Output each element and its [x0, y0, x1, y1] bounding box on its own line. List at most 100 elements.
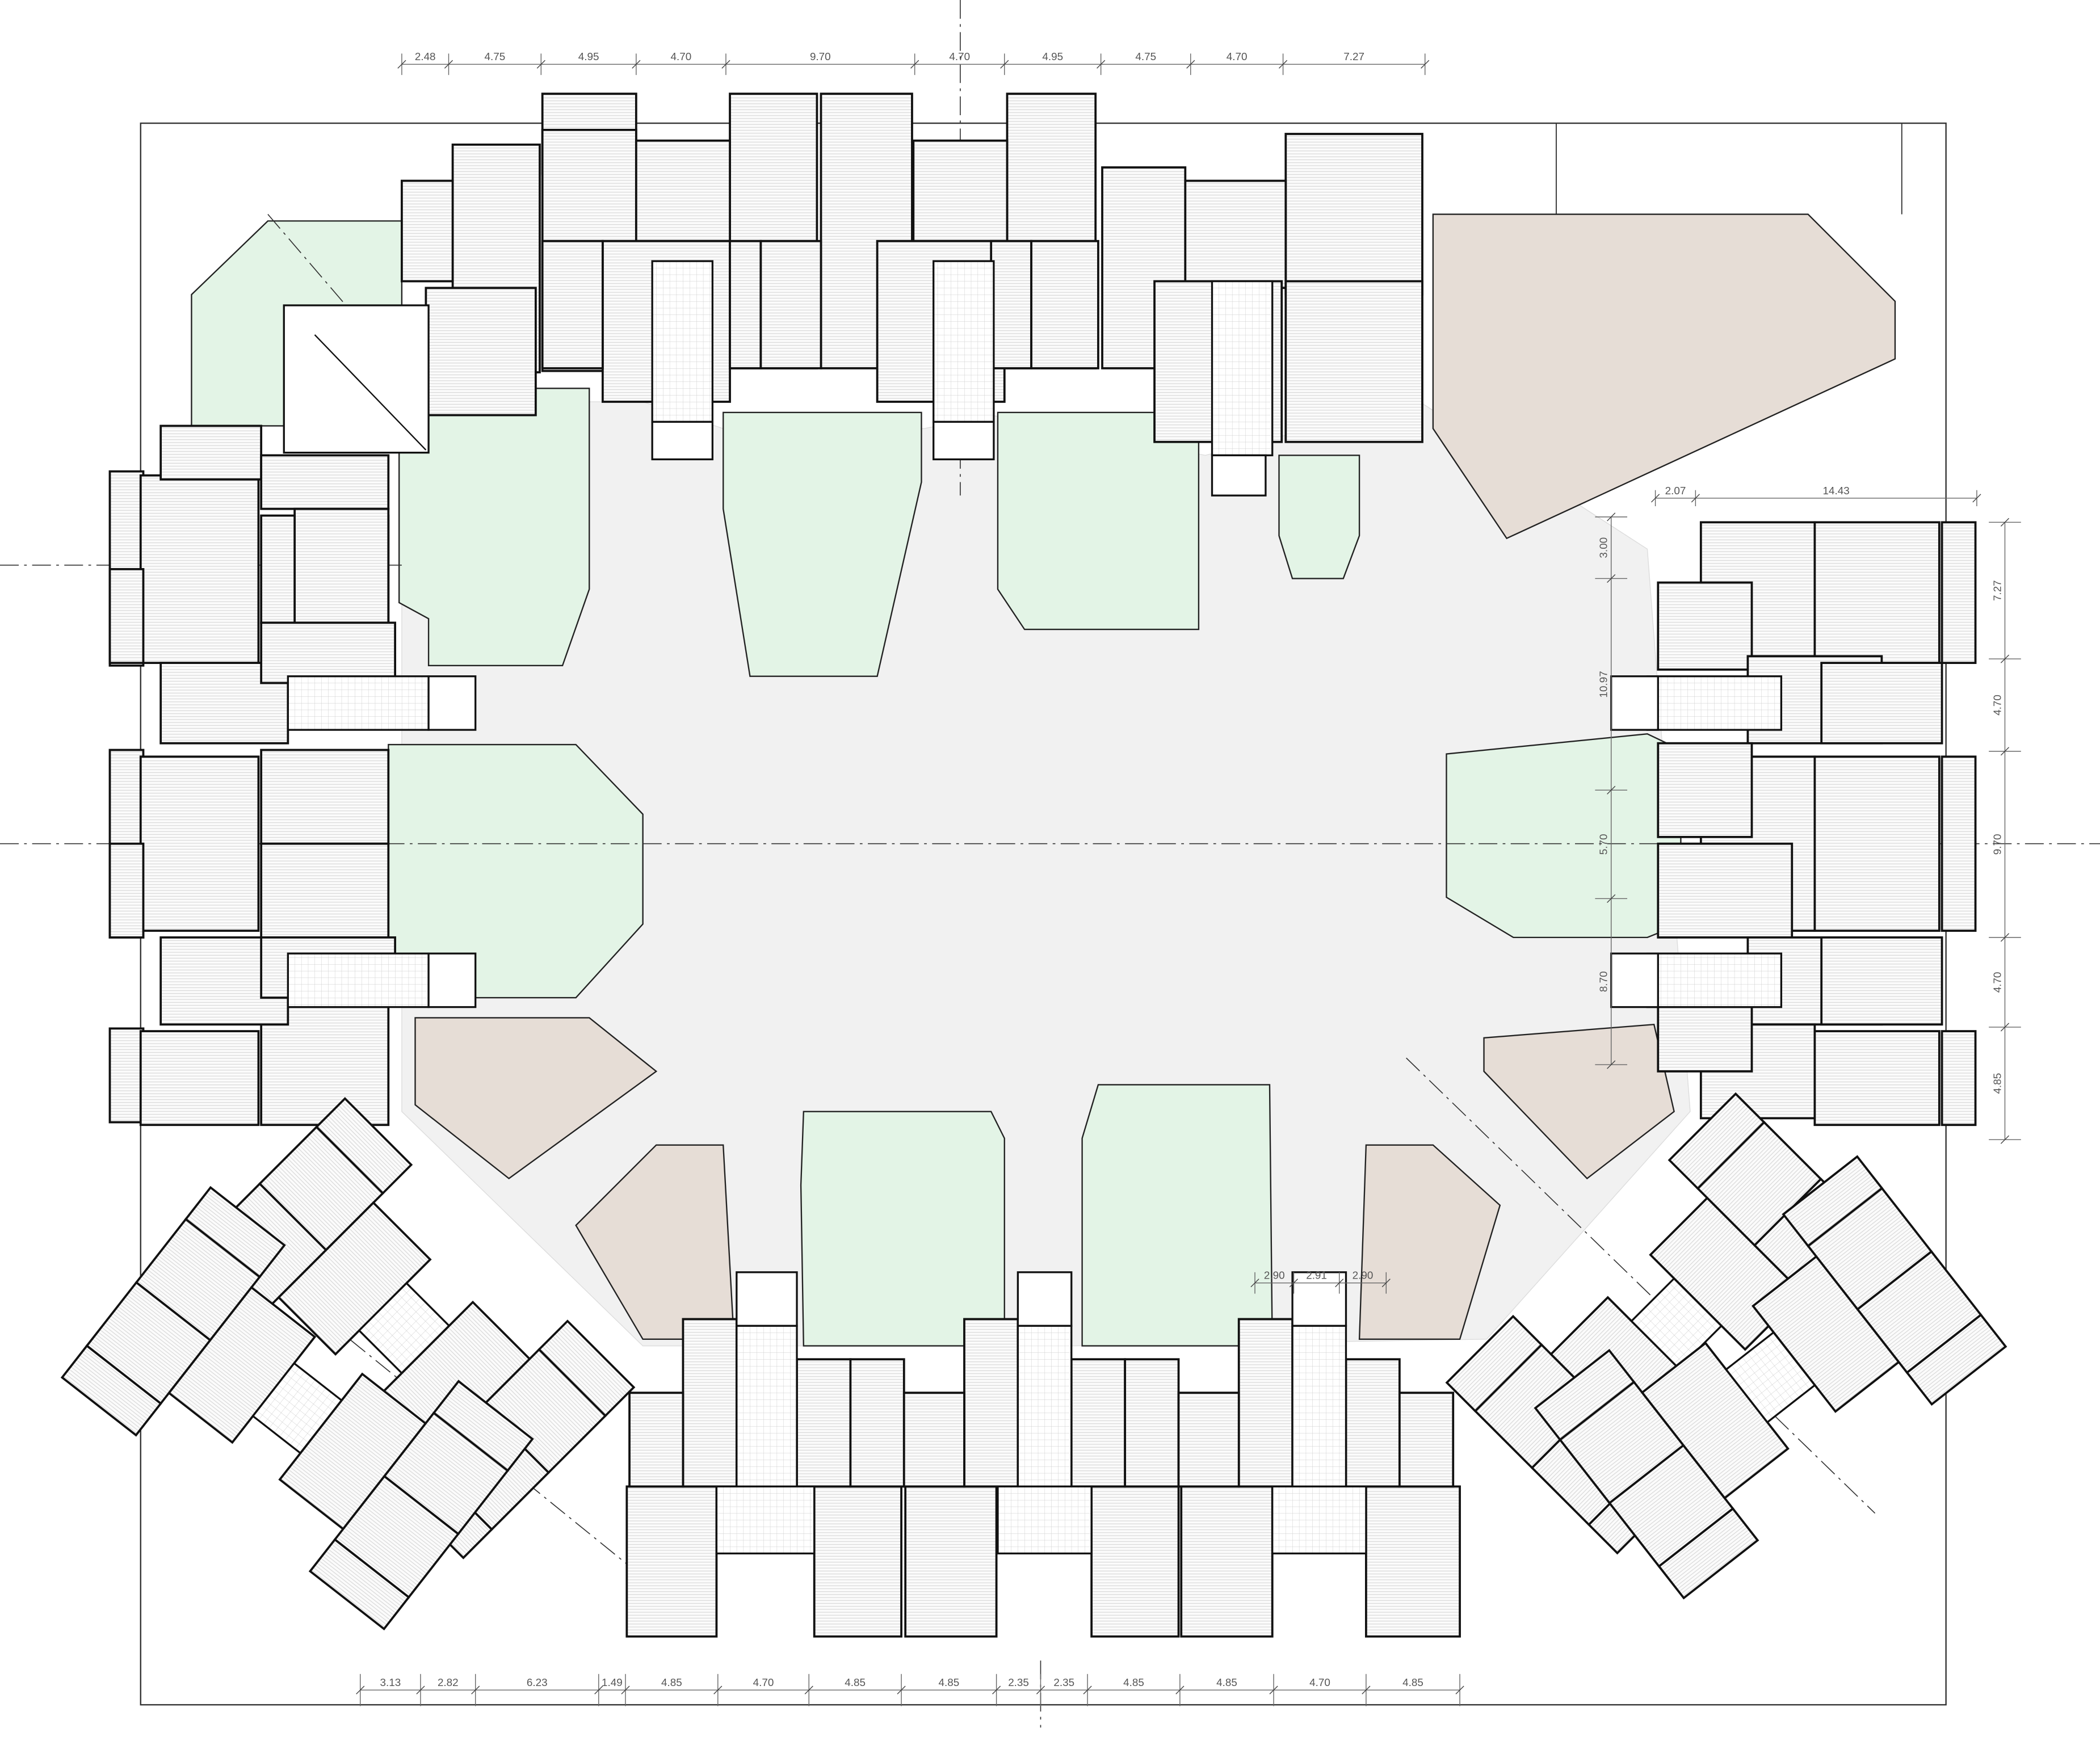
apartment-room: [635, 139, 731, 242]
dimension-label: 5.70: [1598, 834, 1610, 855]
entrance-canopy: [427, 675, 477, 731]
dimension-tick: [536, 60, 545, 69]
dimension-label: 7.27: [1991, 580, 2003, 601]
dimension-tick: [721, 60, 730, 69]
apartment-room: [1813, 521, 1941, 664]
dimension-label: 2.90: [1264, 1269, 1285, 1281]
garden-lawn: [1278, 455, 1360, 579]
dimension-label: 4.85: [1216, 1676, 1237, 1688]
dimension-tick: [1607, 894, 1616, 903]
dimension-label: 10.97: [1598, 671, 1610, 697]
dimension-label: 2.07: [1665, 485, 1686, 497]
dimension-tick: [444, 60, 453, 69]
dimension-tick: [1289, 1279, 1299, 1288]
apartment-room: [1534, 1348, 1636, 1441]
apartment-room: [904, 1485, 998, 1638]
apartment-room: [1237, 1318, 1293, 1488]
dimension-tick: [1455, 1685, 1464, 1695]
apartment-room: [796, 1358, 852, 1488]
dimension-label: 4.85: [661, 1676, 682, 1688]
dimension-tick: [1651, 494, 1660, 503]
dimension-tick: [356, 1685, 365, 1695]
dimension-tick: [1083, 1685, 1092, 1695]
dimension-tick: [471, 1685, 480, 1695]
dimension-label: 2.48: [415, 51, 436, 62]
dimension-label: 4.70: [1991, 972, 2003, 993]
stair-core: [933, 260, 995, 423]
dimension-label: 4.70: [1991, 695, 2003, 716]
dimension-tick: [713, 1685, 723, 1695]
apartment-room: [1657, 581, 1753, 671]
entrance-canopy: [933, 421, 995, 461]
paved-areas: [414, 213, 1896, 1340]
apartment-room: [1782, 1155, 1884, 1248]
dimension-tick: [2000, 518, 2010, 527]
dimension-tick: [1381, 1279, 1391, 1288]
apartment-room: [1345, 1358, 1401, 1488]
dimension-label: 4.70: [1227, 51, 1248, 62]
apartment-room: [1184, 179, 1287, 289]
apartment-room: [628, 1392, 684, 1488]
dimension-tick: [1000, 60, 1009, 69]
dimension-label: 4.85: [845, 1676, 866, 1688]
apartment-room: [1124, 1358, 1180, 1488]
apartment-room: [912, 139, 1009, 242]
roof-diagonal: [314, 334, 427, 451]
apartment-room: [139, 1030, 260, 1126]
wing-southwest-outer: [60, 1186, 534, 1631]
apartment-room: [1445, 1314, 1543, 1413]
garden-lawn: [997, 411, 1200, 630]
dimension-tick: [2000, 654, 2010, 663]
apartment-room: [425, 287, 537, 417]
dimension-tick: [1607, 574, 1616, 583]
stair-core: [1291, 1325, 1347, 1488]
bathroom-block: [997, 1485, 1093, 1555]
dimension-tick: [1607, 1060, 1616, 1069]
dimension-tick: [1269, 1685, 1278, 1695]
dimension-label: 4.85: [938, 1676, 959, 1688]
dimension-tick: [1335, 1279, 1344, 1288]
dimension-label: 2.90: [1353, 1269, 1374, 1281]
apartment-room: [625, 1485, 718, 1638]
apartment-room: [1905, 1313, 2007, 1406]
apartment-room: [1180, 1485, 1274, 1638]
dimension-label: 4.70: [753, 1676, 774, 1688]
apartment-room: [139, 755, 260, 932]
dimension-label: 4.85: [1123, 1676, 1144, 1688]
dimension-tick: [804, 1685, 813, 1695]
entrance-canopy: [651, 421, 714, 461]
apartment-room: [1668, 1092, 1766, 1190]
dimension-label: 7.27: [1343, 51, 1364, 62]
apartment-room: [260, 621, 396, 684]
wing-southeast-outer: [1534, 1155, 2007, 1600]
garden-lawn: [800, 1111, 1005, 1347]
apartment-room: [1941, 755, 1977, 932]
apartment-room: [1820, 662, 1943, 745]
dimension-label: 2.82: [438, 1676, 459, 1688]
dimension-tick: [2000, 1135, 2010, 1144]
entrance-canopy: [1610, 675, 1659, 731]
dimension-label: 4.95: [578, 51, 599, 62]
apartment-room: [1070, 1358, 1127, 1488]
dimension-label: 3.00: [1598, 537, 1610, 558]
apartment-room: [1657, 997, 1753, 1073]
bathroom-block: [1271, 1485, 1367, 1555]
entrance-canopy: [736, 1271, 798, 1327]
apartment-room: [1177, 1392, 1240, 1488]
garden-lawn: [398, 388, 590, 667]
stair-core: [736, 1325, 798, 1488]
dimension-label: 4.70: [1309, 1676, 1330, 1688]
dimension-tick: [992, 1685, 1001, 1695]
dimension-label: 4.70: [671, 51, 692, 62]
stair-core: [1646, 952, 1783, 1008]
paved-terrace: [1432, 213, 1896, 540]
apartment-room: [108, 1027, 145, 1124]
dimension-label: 2.35: [1008, 1676, 1029, 1688]
apartment-room: [432, 1380, 534, 1473]
dimension-label: 1.49: [602, 1676, 623, 1688]
dimension-label: 3.13: [380, 1676, 401, 1688]
apartment-room: [537, 1319, 636, 1418]
apartment-room: [759, 239, 822, 369]
apartment-room: [159, 424, 263, 481]
